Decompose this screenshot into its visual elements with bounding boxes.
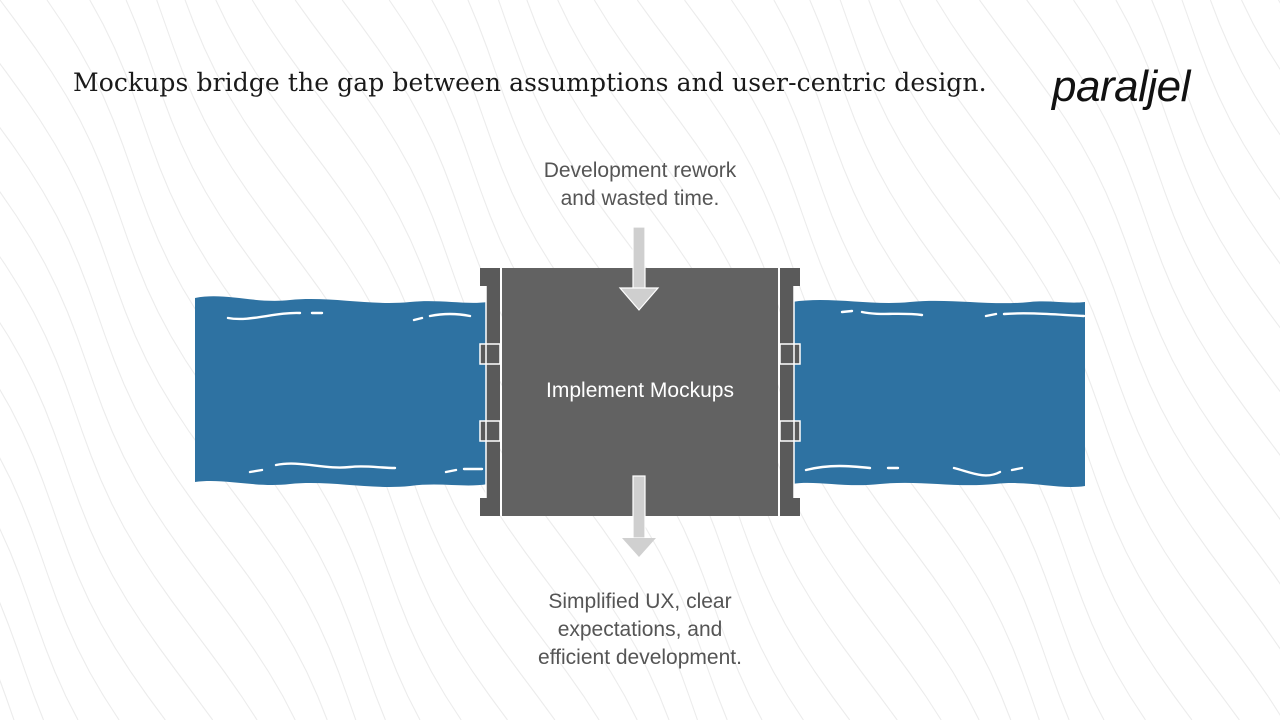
bottom-caption-line: Simplified UX, clear [548,590,732,613]
bridge-posts-right [780,268,800,516]
contour-line [1151,0,1280,265]
contour-line [899,0,1280,650]
arrow-down-top-icon [618,226,660,311]
bottom-caption: Simplified UX, clear expectations, and e… [470,588,810,672]
bridge-posts-left [480,268,500,516]
water-ripples [226,309,1086,477]
bottom-caption-line: expectations, and [557,618,723,641]
contour-line [979,0,1280,521]
contour-line [0,191,296,720]
river-left [195,296,488,487]
contour-line [1073,0,1280,393]
center-label: Implement Mockups [546,379,734,402]
contour-line [1026,0,1280,456]
top-caption-line: and wasted time. [560,187,720,210]
parallel-logo: paraljel [1052,62,1190,111]
river-right [792,300,1085,487]
contour-line [0,0,386,720]
top-caption-line: Development rework [543,159,737,182]
contour-line [0,321,214,720]
contour-line [1209,0,1280,136]
bottom-caption-line: efficient development. [538,646,742,669]
contour-line [0,256,258,720]
top-caption: Development rework and wasted time. [490,157,790,213]
page-title: Mockups bridge the gap between assumptio… [73,68,987,97]
contour-line [0,527,79,720]
contour-line [0,388,166,720]
arrow-down-bottom-icon [622,475,656,557]
contour-line [0,62,357,720]
contour-line [0,126,328,720]
contour-line [935,0,1280,585]
contour-line [1181,0,1280,201]
contour-line [1115,0,1280,329]
contour-line [0,457,120,720]
